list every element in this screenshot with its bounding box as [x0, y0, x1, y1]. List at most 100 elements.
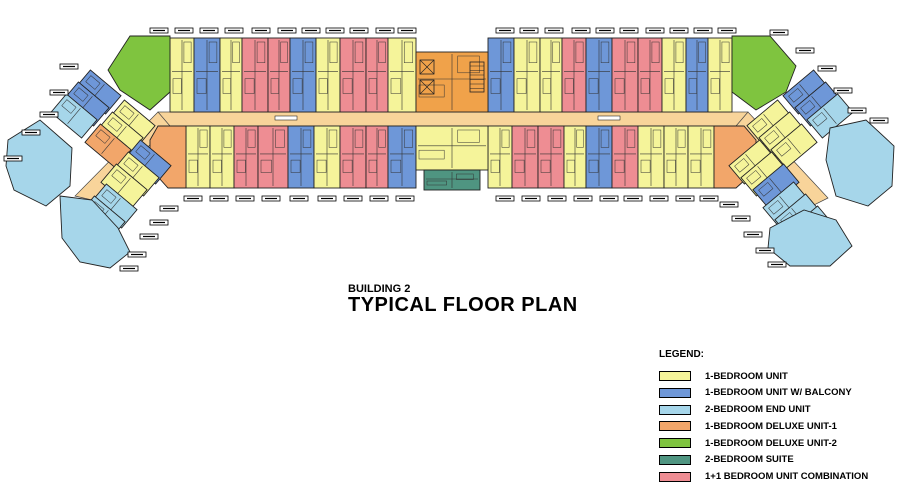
legend-swatch: [659, 438, 691, 449]
fixture: [526, 129, 536, 148]
unit-top-left-5: [289, 37, 317, 113]
unit-right-outer-upper-2: [806, 93, 854, 139]
fixture: [746, 170, 762, 185]
legend-item-2-bedroom-end: 2-BEDROOM END UNIT: [659, 402, 868, 418]
fixture: [212, 159, 222, 173]
unit-top-right-7: [661, 37, 687, 113]
legend-swatch: [659, 454, 691, 465]
fixture: [232, 41, 240, 63]
lift-cross: [419, 59, 435, 75]
fixture: [651, 41, 660, 63]
fixture: [208, 41, 218, 63]
unit-bottom-right-5: [611, 125, 639, 189]
fixture: [812, 112, 828, 127]
fixture: [418, 149, 445, 160]
fixture: [677, 129, 686, 148]
corridor-label: [274, 115, 298, 121]
fixture: [342, 78, 353, 94]
fixture: [318, 78, 328, 94]
unit-bottom-left-8: [387, 125, 417, 189]
fixture: [776, 142, 792, 157]
fixture: [721, 41, 730, 63]
building-label: BUILDING 2: [348, 283, 411, 295]
fixture: [111, 169, 127, 184]
fixture: [675, 41, 684, 63]
unit-top-right-8: [685, 37, 709, 113]
fixture: [457, 55, 480, 74]
fixture: [247, 129, 256, 148]
fixture: [73, 87, 89, 102]
unit-deluxe2-right: [731, 35, 797, 111]
fixture: [244, 78, 255, 94]
unit-bottom-left-7: [365, 125, 389, 189]
unit-left-outer-upper-2: [50, 93, 98, 139]
fixture: [304, 41, 314, 63]
unit-bottom-right-3: [563, 125, 587, 189]
legend-label: 1-BEDROOM DELUXE UNIT-1: [705, 420, 837, 432]
fixture: [256, 41, 266, 63]
fixture: [188, 159, 198, 173]
unit-top-right-0: [487, 37, 515, 113]
fixture: [600, 41, 610, 63]
unit-outline: [5, 119, 73, 207]
fixture: [528, 41, 538, 63]
unit-bottom-right-2: [537, 125, 565, 189]
fixture: [85, 75, 101, 90]
unit-bottom-right-6: [637, 125, 665, 189]
unit-bottom-right-4: [585, 125, 613, 189]
unit-2br-end-left-2: [59, 195, 131, 269]
interior-wall: [101, 138, 115, 154]
fixture: [501, 129, 510, 148]
legend-swatch: [659, 421, 691, 432]
fixture: [354, 41, 364, 63]
fixture: [566, 159, 575, 173]
fixture: [664, 78, 674, 94]
fixture: [600, 129, 610, 148]
unit-outline: [825, 119, 895, 207]
unit-top-left-9: [387, 37, 417, 113]
interior-wall: [769, 178, 783, 194]
legend-label: 1-BEDROOM DELUXE UNIT-2: [705, 437, 837, 449]
fixture: [626, 129, 636, 148]
unit-top-left-0: [169, 37, 195, 113]
unit-outline: [731, 35, 797, 111]
fixture: [552, 41, 560, 63]
fixture: [172, 78, 182, 94]
fixture: [368, 159, 377, 173]
fixture: [758, 182, 774, 197]
fixture: [316, 159, 327, 173]
fixture: [403, 129, 413, 148]
unit-bottom-right-7: [663, 125, 689, 189]
fixture: [270, 78, 279, 94]
stair: [469, 61, 485, 93]
fixture: [540, 159, 551, 173]
unit-top-right-5: [611, 37, 639, 113]
fixture: [328, 129, 338, 148]
fixture: [490, 159, 500, 173]
legend-swatch: [659, 404, 691, 415]
plan-details-layer: [3, 27, 889, 272]
title-block: BUILDING 2 TYPICAL FLOOR PLAN: [348, 283, 578, 317]
units-layer: [5, 35, 895, 269]
fixture: [418, 84, 445, 98]
unit-2br-end-right-1: [825, 119, 895, 207]
fixture: [135, 145, 151, 160]
fixture: [292, 78, 303, 94]
elevator-core: [415, 51, 489, 113]
fixture: [690, 159, 701, 173]
unit-top-right-2: [539, 37, 563, 113]
fixture: [734, 158, 750, 173]
unit-bottom-left-6: [339, 125, 367, 189]
fixture: [588, 78, 599, 94]
fixture: [378, 41, 386, 63]
unit-top-left-2: [219, 37, 243, 113]
fixture: [626, 41, 636, 63]
legend-label: 2-BEDROOM END UNIT: [705, 404, 811, 416]
unit-top-left-3: [241, 37, 269, 113]
fixture: [666, 159, 676, 173]
fixture: [768, 200, 784, 215]
interior-wall: [117, 178, 131, 194]
unit-outline: [107, 35, 171, 111]
unit-outline: [59, 195, 131, 269]
fixture: [588, 159, 599, 173]
